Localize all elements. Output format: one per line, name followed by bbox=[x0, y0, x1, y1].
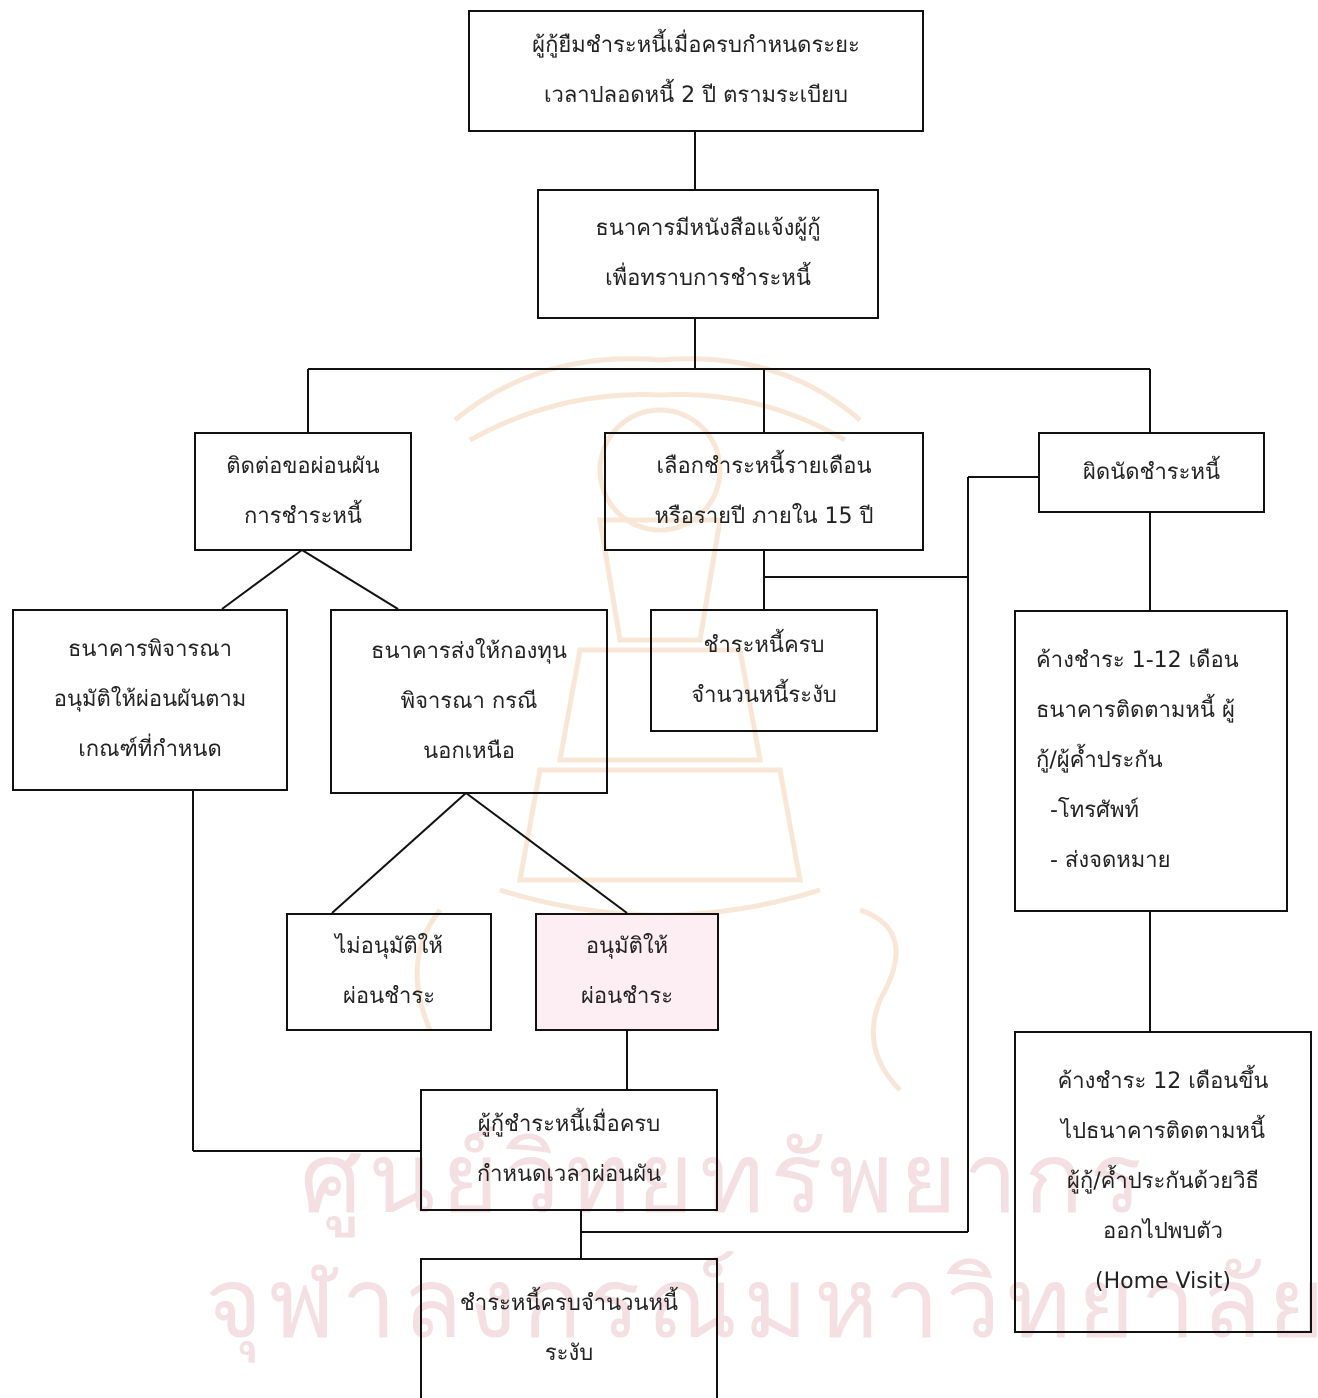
fund-review-line-3: นอกเหนือ bbox=[423, 738, 515, 764]
pay-after-defer-line-2: กำหนดเวลาผ่อนผัน bbox=[476, 1162, 662, 1187]
start-box: ผู้กู้ยืมชำระหนี้เมื่อครบกำหนดระยะ เวลาป… bbox=[468, 10, 924, 132]
fund-review-line-2: พิจารณา กรณี bbox=[400, 688, 538, 714]
overdue-12-line-1: ค้างชำระ 12 เดือนขึ้น bbox=[1057, 1069, 1269, 1094]
paid-full-2-line-2: ระงับ bbox=[544, 1341, 594, 1366]
not-approved-line-2: ผ่อนชำระ bbox=[342, 984, 436, 1009]
default-box: ผิดนัดชำระหนี้ bbox=[1038, 432, 1265, 513]
overdue-12-line-5: (Home Visit) bbox=[1094, 1269, 1231, 1294]
overdue-1-12-line-5: - ส่งจดหมาย bbox=[1036, 848, 1171, 873]
fund-review-box: ธนาคารส่งให้กองทุน พิจารณา กรณี นอกเหนือ bbox=[330, 609, 608, 794]
choose-plan-line-1: เลือกชำระหนี้รายเดือน bbox=[656, 453, 872, 479]
pay-after-defer-box: ผู้กู้ชำระหนี้เมื่อครบ กำหนดเวลาผ่อนผัน bbox=[420, 1089, 718, 1211]
choose-plan-box: เลือกชำระหนี้รายเดือน หรือรายปี ภายใน 15… bbox=[604, 432, 924, 551]
overdue-12-line-4: ออกไปพบตัว bbox=[1103, 1219, 1223, 1244]
notify-box: ธนาคารมีหนังสือแจ้งผู้กู้ เพื่อทราบการชำ… bbox=[537, 189, 879, 319]
overdue-12-line-2: ไปธนาคารติดตามหนี้ bbox=[1061, 1119, 1265, 1144]
fund-review-line-1: ธนาคารส่งให้กองทุน bbox=[371, 638, 567, 664]
choose-plan-line-2: หรือรายปี ภายใน 15 ปี bbox=[654, 503, 874, 529]
overdue-1-12-box: ค้างชำระ 1-12 เดือน ธนาคารติดตามหนี้ ผู้… bbox=[1014, 610, 1288, 912]
paid-full-1-line-2: จำนวนหนี้ระงับ bbox=[691, 682, 837, 708]
paid-full-1-line-1: ชำระหนี้ครบ bbox=[703, 632, 825, 658]
defer-request-box: ติดต่อขอผ่อนผัน การชำระหนี้ bbox=[194, 432, 412, 551]
paid-full-1-box: ชำระหนี้ครบ จำนวนหนี้ระงับ bbox=[650, 609, 878, 732]
notify-line-2: เพื่อทราบการชำระหนี้ bbox=[605, 266, 811, 291]
default-line-1: ผิดนัดชำระหนี้ bbox=[1083, 459, 1220, 485]
watermark-line-2: จุฬาลงกรณ์มหาวิทยาลัย bbox=[205, 1247, 1318, 1361]
overdue-1-12-line-1: ค้างชำระ 1-12 เดือน bbox=[1036, 648, 1239, 673]
bank-approve-line-2: อนุมัติให้ผ่อนผันตาม bbox=[53, 687, 247, 712]
start-line-1: ผู้กู้ยืมชำระหนี้เมื่อครบกำหนดระยะ bbox=[532, 33, 860, 58]
approved-line-2: ผ่อนชำระ bbox=[580, 984, 674, 1009]
overdue-1-12-line-2: ธนาคารติดตามหนี้ ผู้ bbox=[1036, 698, 1235, 723]
defer-request-line-2: การชำระหนี้ bbox=[244, 503, 362, 529]
bank-approve-line-1: ธนาคารพิจารณา bbox=[67, 637, 233, 662]
paid-full-2-line-1: ชำระหนี้ครบจำนวนหนี้ bbox=[459, 1291, 679, 1316]
paid-full-2-box: ชำระหนี้ครบจำนวนหนี้ ระงับ bbox=[420, 1258, 718, 1398]
overdue-12-line-3: ผู้กู้/ค้ำประกันด้วยวิธี bbox=[1067, 1169, 1259, 1194]
approved-line-1: อนุมัติให้ bbox=[585, 934, 669, 959]
watermark-line-1: ศูนย์วิทยทรัพยากร bbox=[300, 1122, 1148, 1236]
overdue-12-box: ค้างชำระ 12 เดือนขึ้น ไปธนาคารติดตามหนี้… bbox=[1014, 1031, 1312, 1333]
start-line-2: เวลาปลอดหนี้ 2 ปี ตรามระเบียบ bbox=[543, 83, 849, 108]
defer-request-line-1: ติดต่อขอผ่อนผัน bbox=[226, 453, 380, 479]
bank-approve-line-3: เกณฑ์ที่กำหนด bbox=[78, 737, 222, 762]
overdue-1-12-line-3: กู้/ผู้ค้ำประกัน bbox=[1036, 748, 1163, 773]
not-approved-box: ไม่อนุมัติให้ ผ่อนชำระ bbox=[286, 913, 492, 1031]
pay-after-defer-line-1: ผู้กู้ชำระหนี้เมื่อครบ bbox=[477, 1112, 661, 1137]
approved-box: อนุมัติให้ ผ่อนชำระ bbox=[535, 913, 719, 1031]
notify-line-1: ธนาคารมีหนังสือแจ้งผู้กู้ bbox=[595, 216, 821, 241]
bank-approve-box: ธนาคารพิจารณา อนุมัติให้ผ่อนผันตาม เกณฑ์… bbox=[12, 609, 288, 791]
not-approved-line-1: ไม่อนุมัติให้ bbox=[335, 934, 443, 959]
overdue-1-12-line-4: -โทรศัพท์ bbox=[1036, 798, 1140, 823]
